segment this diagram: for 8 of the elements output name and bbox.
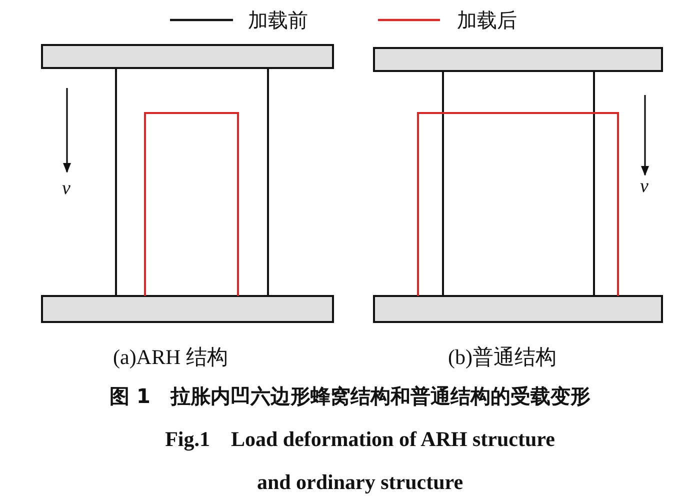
figure-caption: Fig.1 Load deformation of ARH structure and ordinary structure	[164, 426, 556, 496]
legend-text: 加载后	[457, 7, 517, 34]
legend-text: 加载前	[248, 7, 308, 34]
velocity-symbol: v	[62, 178, 70, 200]
subfigure-label: (a)ARH 结构	[113, 344, 228, 371]
subfigure-label: (b)普通结构	[448, 344, 556, 371]
figure-caption: 图 1 拉胀内凹六边形蜂窝结构和普通结构的受载变形	[108, 383, 592, 410]
velocity-symbol: v	[640, 176, 648, 198]
